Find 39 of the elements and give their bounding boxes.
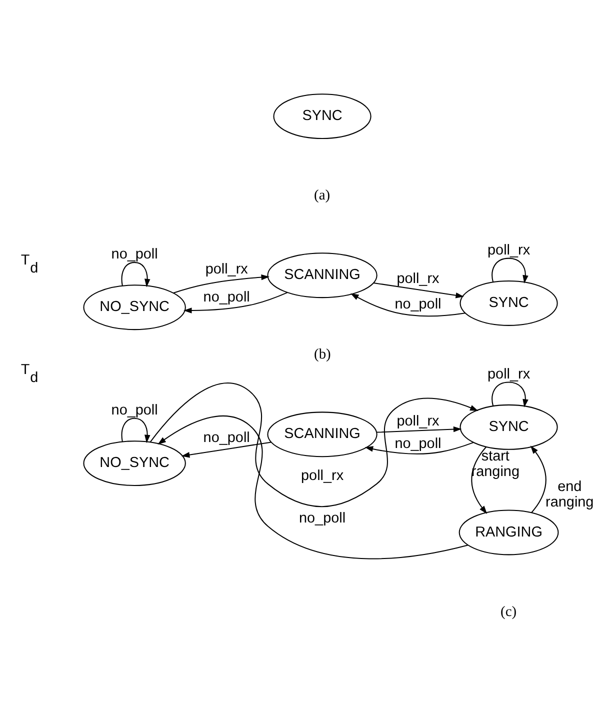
arrow xyxy=(121,261,150,287)
edge-label: poll_rx xyxy=(301,468,344,484)
label: (a) xyxy=(314,187,330,204)
arrow xyxy=(364,442,474,454)
edge-label: poll_rx xyxy=(488,242,530,258)
label: (c) xyxy=(500,603,517,620)
node-ellipse: RANGING xyxy=(458,509,559,555)
arrow xyxy=(530,445,546,513)
edge-label: end ranging xyxy=(546,478,594,510)
edge-label: no_poll xyxy=(394,436,442,452)
edge-label: no_poll xyxy=(111,246,158,262)
node-ellipse: SCANNING xyxy=(267,411,378,457)
edge-label: poll_rx xyxy=(488,366,530,382)
arrow xyxy=(150,382,478,507)
arrow xyxy=(471,446,488,514)
edge-label: poll_rx xyxy=(205,261,248,277)
node-ellipse: SCANNING xyxy=(267,252,378,298)
arrow xyxy=(350,292,466,316)
arrow xyxy=(173,274,270,293)
arrow xyxy=(376,426,462,432)
edge-label: no_poll xyxy=(203,429,250,446)
arrow xyxy=(181,441,272,458)
arrow xyxy=(374,282,464,298)
edge-label: poll_rx xyxy=(396,412,440,429)
arrow xyxy=(121,417,150,443)
arrow xyxy=(492,257,528,284)
edge-label: no_poll xyxy=(299,510,346,526)
edge-label: no_poll xyxy=(111,402,158,418)
label: (b) xyxy=(314,346,331,362)
node-ellipse: NO_SYNC xyxy=(83,284,186,330)
node-ellipse: SYNC xyxy=(460,280,558,326)
arrow xyxy=(492,381,528,407)
edge-label: poll_rx xyxy=(396,270,440,286)
edge-label: no_poll xyxy=(394,296,442,312)
edge-label: no_poll xyxy=(203,288,250,305)
node-ellipse: SYNC xyxy=(273,93,372,139)
node-ellipse: NO_SYNC xyxy=(83,440,186,486)
arrow xyxy=(158,415,468,559)
arrow xyxy=(183,292,288,313)
